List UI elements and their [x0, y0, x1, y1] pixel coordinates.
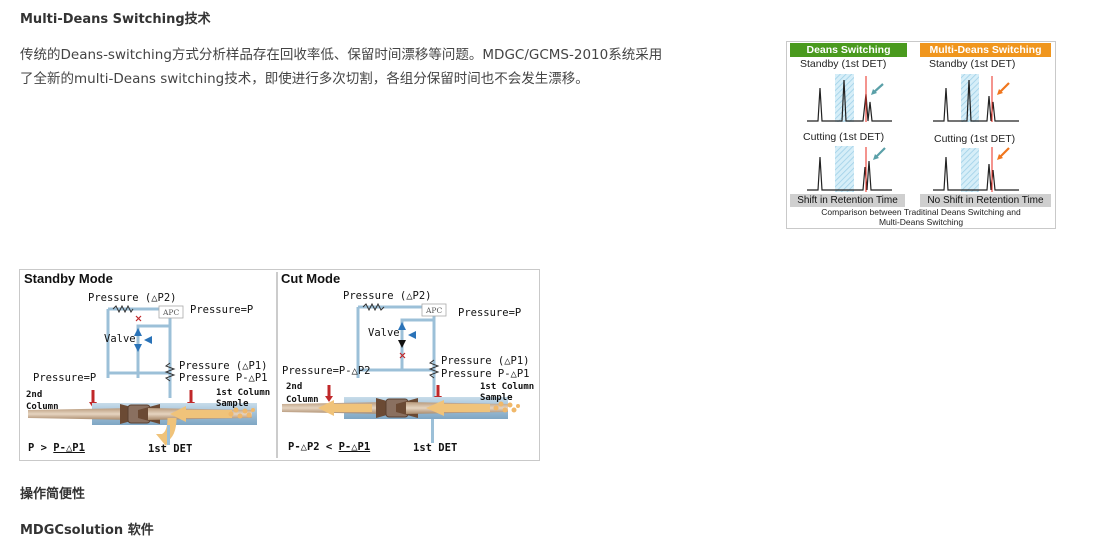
cut-valve-label: Valve [368, 327, 400, 339]
modes-diagram [28, 272, 520, 458]
caption-line-1: Comparison between Traditinal Deans Swit… [821, 207, 1021, 217]
standby-det-a: 1st [148, 443, 167, 455]
standby-sample: Sample [216, 399, 249, 409]
description-paragraph: 传统的Deans-switching方式分析样品存在回收率低、保留时间漂移等问题… [20, 43, 760, 91]
cut-formula-right: P-△P1 [338, 441, 371, 453]
cut-formula-left: P-△P2 < [288, 441, 339, 453]
cut-apc-label: APC [426, 306, 443, 315]
chromatogram-trace [807, 79, 892, 122]
cut-det-a: 1st [413, 442, 432, 454]
usability-heading: 操作简便性 [20, 487, 86, 502]
valve-icon [398, 322, 406, 330]
section-title: Multi-Deans Switching技术 [20, 12, 211, 27]
standby-pressure-p-minus-p1: Pressure P-△P1 [179, 372, 268, 384]
shift-result-label: Shift in Retention Time [790, 194, 905, 207]
cut-pressure-p: Pressure=P [458, 307, 522, 319]
standby-det-label: 1st DET [148, 443, 192, 455]
cut-formula: P-△P2 < P-△P1 [288, 441, 370, 453]
cut-mode-diagram [282, 302, 520, 443]
standby-valve-label: Valve [104, 333, 136, 345]
standby-mode-diagram [28, 304, 257, 446]
description-line-2: 了全新的multi-Deans switching技术，即使进行多次切割，各组分… [20, 71, 589, 87]
chromatogram-panels [807, 74, 1019, 192]
chromatogram-trace [933, 79, 1019, 122]
no-shift-result-label: No Shift in Retention Time [920, 194, 1051, 207]
multi-deans-switching-tag: Multi-Deans Switching [920, 43, 1051, 57]
description-line-1: 传统的Deans-switching方式分析样品存在回收率低、保留时间漂移等问题… [20, 47, 663, 63]
standby-apc-label: APC [163, 308, 180, 317]
deans-comparison-figure: Deans Switching Multi-Deans Switching St… [786, 41, 1056, 229]
switching-modes-figure: Standby Mode Pressure (△P2) Pressure=P A… [19, 269, 540, 461]
apc-box [158, 305, 184, 319]
software-heading: MDGCsolution 软件 [20, 523, 154, 538]
standby-formula: P > P-△P1 [28, 442, 85, 454]
right-standby-label: Standby (1st DET) [929, 58, 1016, 70]
cut-pressure-p1: Pressure (△P1) [441, 355, 530, 367]
left-standby-label: Standby (1st DET) [800, 58, 887, 70]
cut-column2-a: 2nd [286, 382, 303, 392]
cut-column1: 1st Column [480, 382, 535, 392]
standby-pressure-p: Pressure=P [190, 304, 254, 316]
cut-sample: Sample [480, 393, 513, 403]
standby-pressure-p1: Pressure (△P1) [179, 360, 268, 372]
standby-pressure-p2: Pressure (△P2) [88, 292, 177, 304]
cut-inlet-pressure: Pressure=P-△P2 [282, 365, 371, 377]
deans-switching-tag: Deans Switching [790, 43, 907, 57]
cut-pressure-p2: Pressure (△P2) [343, 290, 432, 302]
left-cutting-label: Cutting (1st DET) [803, 131, 885, 143]
valve-icon [134, 328, 142, 336]
standby-formula-left: P > [28, 442, 54, 454]
cut-mode-title: Cut Mode [281, 271, 341, 286]
comparison-caption: Comparison between Traditinal Deans Swit… [787, 207, 1055, 227]
cut-pressure-p-minus-p1: Pressure P-△P1 [441, 368, 530, 380]
right-cutting-label: Cutting (1st DET) [934, 133, 1016, 145]
standby-det-b: DET [173, 443, 193, 455]
standby-inlet-pressure: Pressure=P [33, 372, 97, 384]
standby-mode-title: Standby Mode [24, 271, 113, 286]
flow-arrow [178, 410, 232, 418]
standby-column2-a: 2nd [26, 390, 43, 400]
standby-formula-right: P-△P1 [53, 442, 85, 454]
caption-line-2: Multi-Deans Switching [878, 217, 964, 227]
cut-column2-b: Column [286, 395, 319, 405]
cut-det-label: 1st DET [413, 442, 457, 454]
standby-column2-b: Column [26, 402, 59, 412]
standby-column1: 1st Column [216, 388, 271, 398]
cut-det-b: DET [438, 442, 458, 454]
